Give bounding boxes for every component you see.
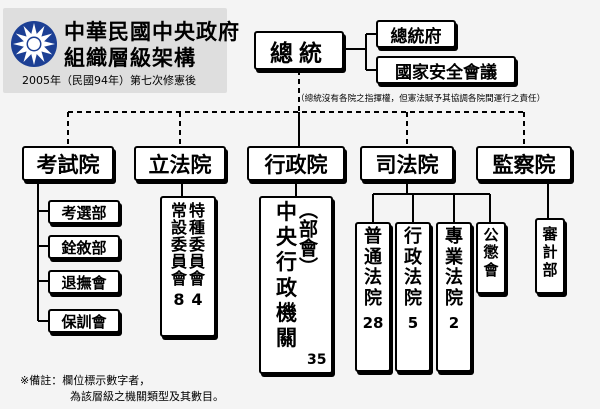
examination-unit-box: 考選部 [48, 200, 120, 224]
audit-office-name: 審計部 [542, 225, 558, 279]
president-box: 總統 [254, 31, 344, 70]
court-count: 2 [448, 313, 460, 332]
agency-name: 中央行政機關 [276, 200, 297, 350]
committee-count: 4 [191, 289, 203, 309]
examination-unit-box: 退撫會 [48, 270, 120, 294]
standing-committees-column: 常設委員會 8 [171, 202, 187, 308]
court-name: 專業法院 [445, 226, 463, 310]
committee-name: 特種委員會 [189, 201, 206, 289]
judicial-yuan-box: 司法院 [360, 146, 454, 181]
agency-count: 35 [307, 352, 327, 368]
court-name: 行政法院 [404, 226, 422, 310]
presidential-office-box: 總統府 [376, 20, 456, 48]
court-name: 普通法院 [364, 226, 382, 310]
audit-office-box: 審計部 [535, 218, 565, 294]
agency-tag-text: （部會） [296, 200, 318, 276]
executive-yuan-box: 行政院 [247, 146, 345, 181]
disciplinary-commission-box: 公懲會 [476, 222, 506, 294]
header-title-line2: 組織層級架構 [64, 46, 196, 70]
national-emblem-icon [11, 21, 57, 67]
header-title-line1: 中華民國中央政府 [64, 20, 240, 44]
special-committees-column: 特種委員會 4 [189, 202, 205, 308]
committee-count: 8 [173, 289, 185, 309]
examination-unit-box: 銓敘部 [48, 235, 120, 259]
legislative-yuan-box: 立法院 [134, 146, 226, 181]
agency-name-column: 中央行政機關 [276, 200, 297, 351]
court-count: 5 [407, 313, 419, 332]
president-note: （總統沒有各院之指揮權，但憲法賦予其協調各院間運行之責任） [296, 94, 546, 104]
footnote-line2: 為該層級之機關類型及其數目。 [70, 390, 224, 403]
court-box: 專業法院 2 [436, 222, 472, 372]
agency-tag: （部會） [296, 200, 318, 351]
footnote-line1: ※備註：欄位標示數字者， [20, 374, 151, 387]
court-box: 普通法院 28 [355, 222, 391, 372]
national-security-council-box: 國家安全會議 [376, 56, 516, 84]
court-count: 28 [362, 313, 384, 332]
examination-yuan-box: 考試院 [22, 146, 114, 181]
header-subtitle: 2005年（民國94年）第七次修憲後 [22, 74, 196, 87]
central-agencies-box: （部會） 中央行政機關 [259, 196, 333, 374]
committee-name: 常設委員會 [171, 201, 188, 289]
court-box: 行政法院 5 [395, 222, 431, 372]
control-yuan-box: 監察院 [476, 146, 572, 181]
legislative-committees-box: 特種委員會 4 常設委員會 8 [160, 196, 216, 337]
court-name: 公懲會 [483, 226, 499, 279]
examination-unit-box: 保訓會 [48, 309, 120, 333]
